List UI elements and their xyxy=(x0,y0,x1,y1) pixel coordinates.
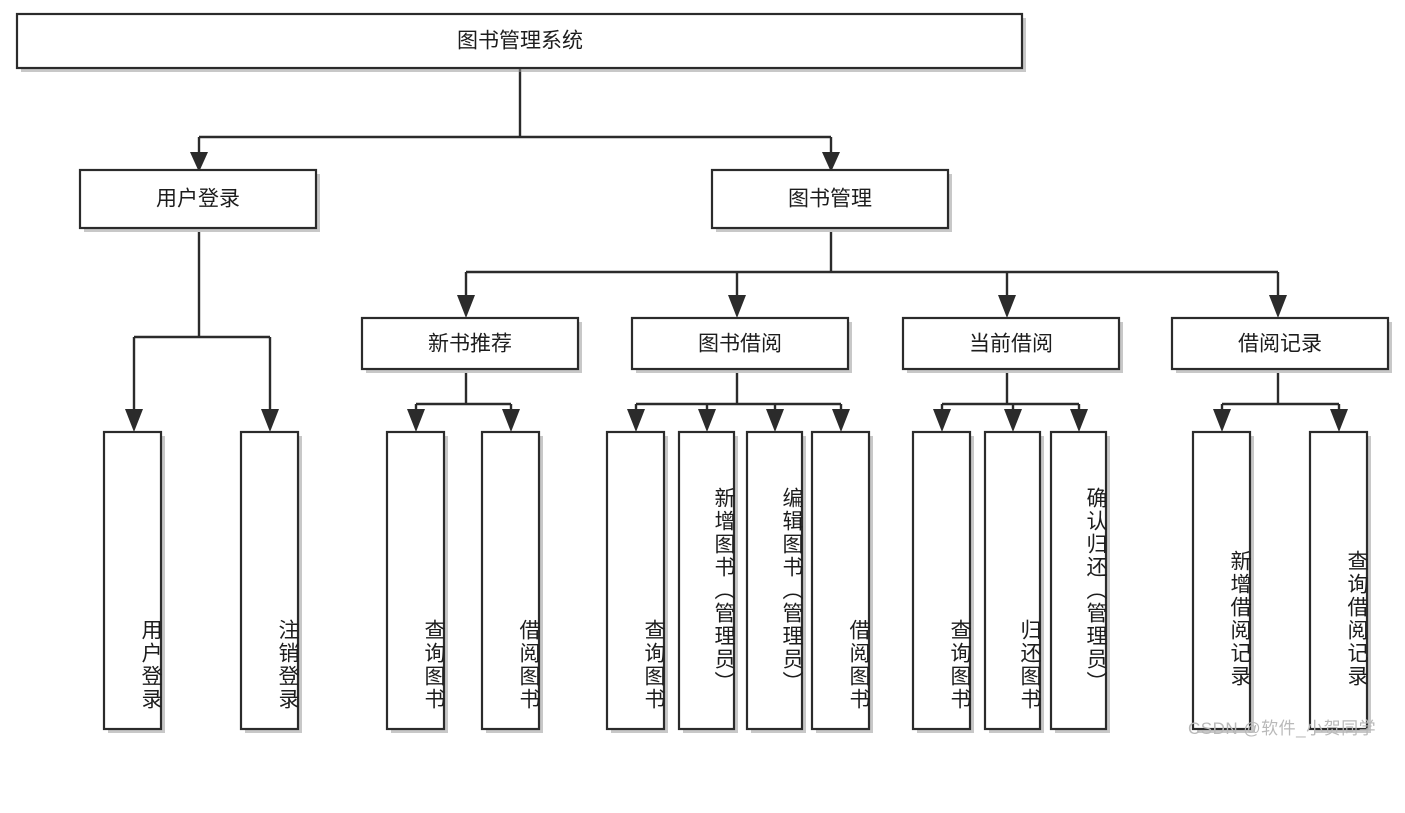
node-root-label: 图书管理系统 xyxy=(457,30,583,53)
leaf-box-1[interactable] xyxy=(102,430,165,733)
arrow-head-leaf-13 xyxy=(1330,409,1348,432)
arrow-head-leaf-9 xyxy=(933,409,951,432)
leaf-box-1-rect[interactable] xyxy=(102,430,163,731)
leaf-box-9-rect[interactable] xyxy=(911,430,972,731)
node-book-manage-label: 图书管理 xyxy=(788,188,872,211)
leaf-box-6-rect[interactable] xyxy=(677,430,736,731)
leaf-box-5[interactable] xyxy=(605,430,668,733)
leaf-box-2[interactable] xyxy=(239,430,302,733)
arrow-head-current-borrow xyxy=(998,295,1016,318)
node-root[interactable]: 图书管理系统 xyxy=(15,12,1026,72)
leaf-box-8-rect[interactable] xyxy=(810,430,871,731)
leaf-box-13[interactable] xyxy=(1308,430,1371,733)
node-book-borrow-label: 图书借阅 xyxy=(698,333,782,356)
leaf-box-5-rect[interactable] xyxy=(605,430,666,731)
leaf-box-10-rect[interactable] xyxy=(983,430,1042,731)
leaf-box-11[interactable] xyxy=(1049,430,1110,733)
leaf-box-10[interactable] xyxy=(983,430,1044,733)
node-book-manage[interactable]: 图书管理 xyxy=(710,168,952,232)
arrow-head-book-borrow xyxy=(728,295,746,318)
diagram-canvas: 图书管理系统 用户登录 图书管理 新书推荐 图书借阅 当前借阅 xyxy=(15,12,1392,733)
node-user-login-box[interactable] xyxy=(78,168,318,230)
arrow-head-leaf-12 xyxy=(1213,409,1231,432)
leaf-box-4-rect[interactable] xyxy=(480,430,541,731)
leaf-box-13-rect[interactable] xyxy=(1308,430,1369,731)
node-book-manage-box[interactable] xyxy=(710,168,950,230)
connector-layer xyxy=(125,69,1348,432)
node-user-login[interactable]: 用户登录 xyxy=(78,168,320,232)
arrow-head-leaf-5 xyxy=(627,409,645,432)
node-borrow-record[interactable]: 借阅记录 xyxy=(1170,316,1392,373)
node-borrow-record-label: 借阅记录 xyxy=(1238,333,1322,356)
arrow-head-leaf-7 xyxy=(766,409,784,432)
arrow-head-user-login xyxy=(190,152,208,172)
node-book-borrow-box[interactable] xyxy=(630,316,850,371)
leaf-box-7[interactable] xyxy=(745,430,806,733)
leaf-box-3-rect[interactable] xyxy=(385,430,446,731)
arrow-head-leaf-8 xyxy=(832,409,850,432)
watermark-text: CSDN @软件_小贺同学 xyxy=(1188,719,1377,738)
leaf-box-7-rect[interactable] xyxy=(745,430,804,731)
leaf-box-2-rect[interactable] xyxy=(239,430,300,731)
node-current-borrow[interactable]: 当前借阅 xyxy=(901,316,1123,373)
leaf-box-9[interactable] xyxy=(911,430,974,733)
node-current-borrow-label: 当前借阅 xyxy=(969,333,1053,356)
node-book-borrow[interactable]: 图书借阅 xyxy=(630,316,852,373)
arrow-head-leaf-6 xyxy=(698,409,716,432)
arrow-head-leaf-11 xyxy=(1070,409,1088,432)
leaf-box-12-rect[interactable] xyxy=(1191,430,1252,731)
arrow-head-leaf-1 xyxy=(125,409,143,432)
leaf-box-8[interactable] xyxy=(810,430,873,733)
leaf-box-6[interactable] xyxy=(677,430,738,733)
node-current-borrow-box[interactable] xyxy=(901,316,1121,371)
arrow-head-leaf-4 xyxy=(502,409,520,432)
leaf-box-4[interactable] xyxy=(480,430,543,733)
node-new-book-rec[interactable]: 新书推荐 xyxy=(360,316,582,373)
arrow-head-leaf-10 xyxy=(1004,409,1022,432)
node-borrow-record-box[interactable] xyxy=(1170,316,1390,371)
arrow-head-new-book-rec xyxy=(457,295,475,318)
arrow-head-leaf-2 xyxy=(261,409,279,432)
leaf-box-3[interactable] xyxy=(385,430,448,733)
leaf-box-12[interactable] xyxy=(1191,430,1254,733)
node-new-book-rec-box[interactable] xyxy=(360,316,580,371)
diagram-root: 图书管理系统 用户登录 图书管理 新书推荐 图书借阅 当前借阅 xyxy=(15,12,1392,738)
node-new-book-rec-label: 新书推荐 xyxy=(428,333,512,356)
node-user-login-label: 用户登录 xyxy=(156,188,240,211)
arrow-head-book-manage xyxy=(822,152,840,172)
arrow-head-leaf-3 xyxy=(407,409,425,432)
node-root-box[interactable] xyxy=(15,12,1024,70)
arrow-head-borrow-record xyxy=(1269,295,1287,318)
leaf-box-11-rect[interactable] xyxy=(1049,430,1108,731)
